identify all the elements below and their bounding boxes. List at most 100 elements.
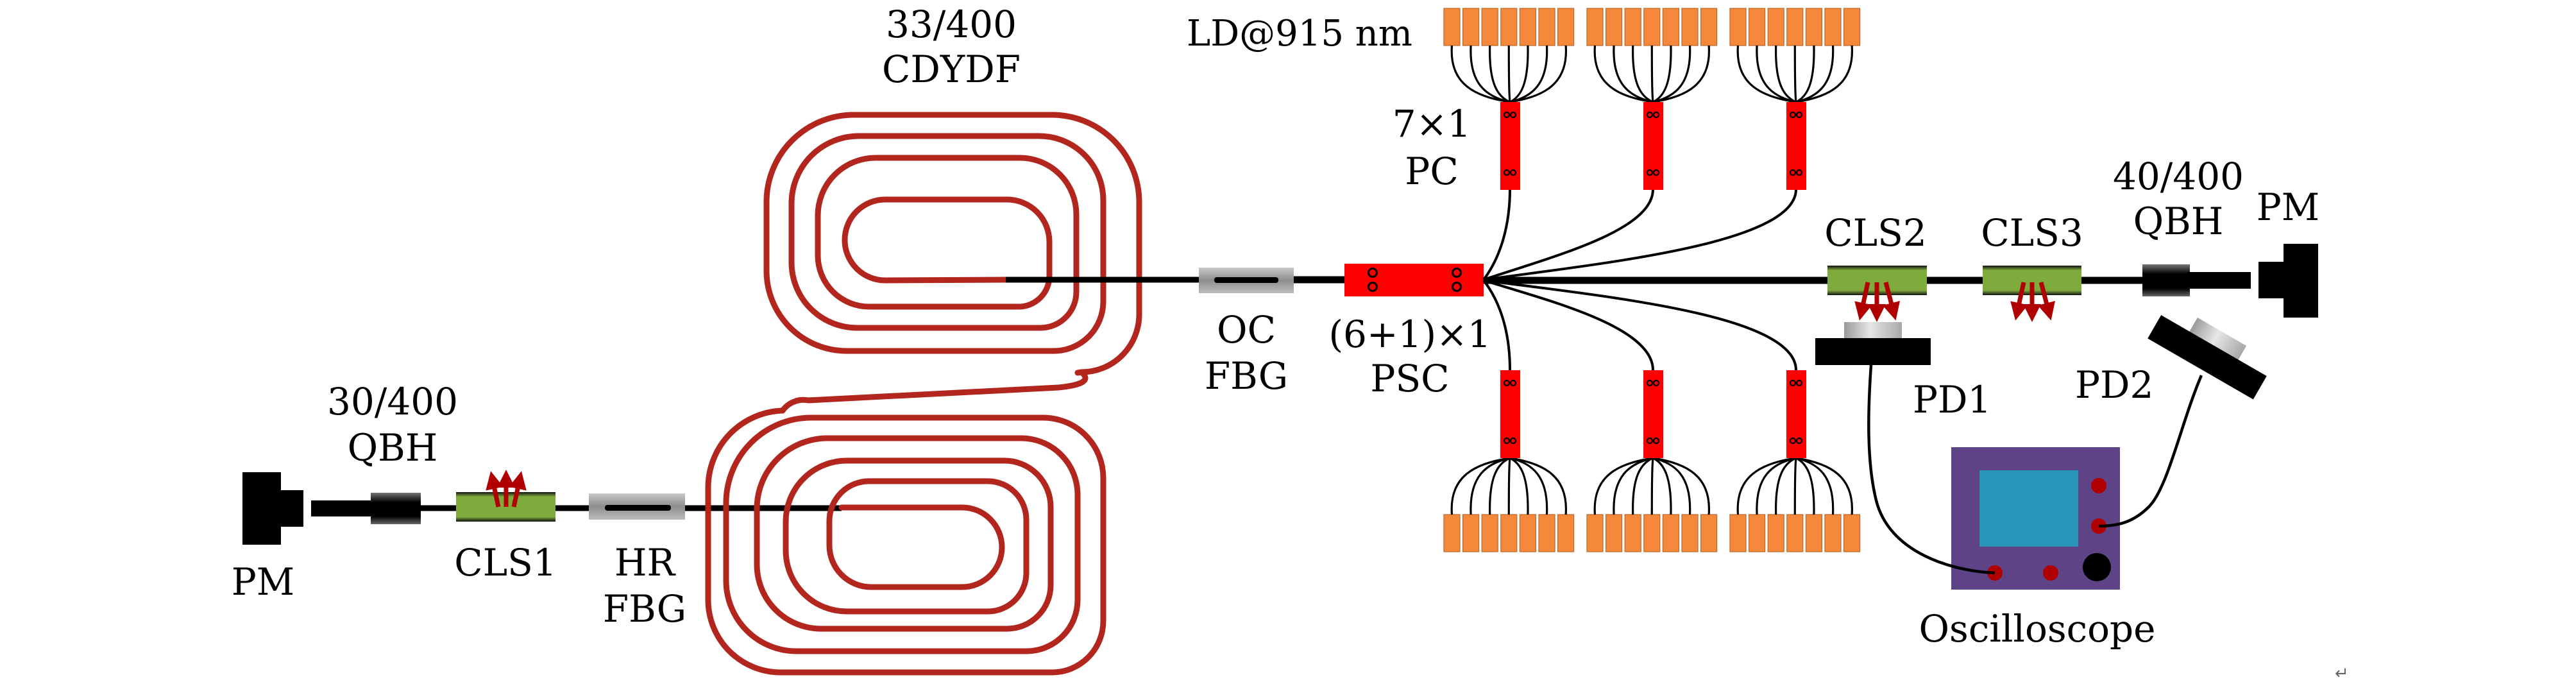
label-gain-fiber: CDYDF — [882, 47, 1021, 91]
label-pm-right: PM — [2257, 185, 2319, 229]
splice-mark — [1795, 437, 1803, 445]
laser-diode — [1606, 514, 1623, 552]
laser-diode — [1767, 8, 1784, 46]
diode-pigtail — [1450, 457, 1511, 515]
laser-diode — [1786, 514, 1804, 552]
laser-diode — [1443, 8, 1461, 46]
diode-pigtail — [1507, 457, 1511, 515]
laser-diode — [1805, 8, 1822, 46]
pm-left — [242, 472, 303, 545]
oc-fbg — [1199, 268, 1294, 293]
diode-pigtail — [1736, 45, 1797, 103]
diode-pigtail — [1793, 457, 1797, 515]
laser-diode — [1500, 8, 1518, 46]
splice-mark — [1646, 437, 1654, 445]
splice-mark — [1795, 111, 1803, 119]
splice-mark — [1646, 111, 1654, 119]
qbh-left-cable — [311, 500, 375, 516]
laser-diode — [1462, 8, 1480, 46]
oscilloscope — [1951, 447, 2120, 590]
laser-diode — [1624, 514, 1641, 552]
pump-group-top — [1586, 8, 1718, 190]
laser-diode — [1606, 8, 1623, 46]
laser-diode — [1586, 514, 1604, 552]
diode-pigtail — [1509, 45, 1567, 103]
laser-diode — [1843, 514, 1861, 552]
label-pd2: PD2 — [2075, 363, 2153, 407]
splice-mark — [1503, 379, 1511, 387]
diode-pigtail — [1795, 45, 1853, 103]
label-psc: PSC — [1370, 357, 1449, 400]
laser-diode — [1786, 8, 1804, 46]
pump-combiner — [1500, 370, 1520, 458]
pump-combiner — [1643, 370, 1663, 458]
splice-mark — [1652, 437, 1660, 445]
diode-pigtail — [1652, 45, 1710, 103]
splice-mark — [1652, 169, 1660, 176]
diode-pigtail — [1795, 45, 1815, 103]
laser-diode — [1767, 514, 1784, 552]
laser-diode — [1519, 514, 1536, 552]
diode-pigtail — [1489, 457, 1511, 515]
laser-diode — [1824, 514, 1842, 552]
splice-mark — [1503, 169, 1511, 176]
coil-upper-loop — [763, 112, 1142, 376]
laser-diode — [1538, 514, 1555, 552]
diode-pigtail — [1470, 457, 1511, 515]
splice-mark — [1503, 111, 1511, 119]
diode-pigtail — [1613, 45, 1654, 103]
laser-diode — [1681, 514, 1699, 552]
label-hr-fbg-2: FBG — [603, 587, 686, 631]
pd2 — [2148, 315, 2267, 400]
label-cls2: CLS2 — [1824, 211, 1927, 255]
diode-pigtail — [1650, 45, 1654, 103]
laser-diode — [1681, 8, 1699, 46]
label-cls1: CLS1 — [454, 541, 557, 584]
pm-right — [2258, 244, 2318, 318]
pump-combiner — [1643, 102, 1663, 190]
diode-pigtail — [1652, 457, 1710, 515]
label-qbh-left: QBH — [348, 426, 438, 470]
diode-pigtail — [1775, 45, 1797, 103]
diode-pigtail — [1509, 457, 1567, 515]
scattered-light-arrows-down-icon — [1854, 282, 1901, 322]
pump-group-top — [1443, 8, 1575, 190]
laser-diode — [1729, 8, 1747, 46]
cls1 — [456, 470, 555, 522]
pump-group-bottom — [1729, 370, 1861, 552]
pump-group-top — [1729, 8, 1861, 190]
scattered-light-arrows-down-icon — [2010, 282, 2056, 322]
cable-pd1-to-scope — [1867, 364, 1996, 575]
label-gain-fiber-spec: 33/400 — [886, 3, 1017, 46]
qbh-right-cable — [2187, 272, 2251, 289]
diode-pigtail — [1507, 45, 1511, 103]
label-oc-fbg-1: OC — [1217, 308, 1276, 352]
label-hr-fbg-1: HR — [614, 541, 677, 584]
diode-pigtail — [1795, 457, 1815, 515]
laser-diode — [1749, 514, 1766, 552]
laser-diode — [1481, 8, 1498, 46]
pump-group-bottom — [1443, 370, 1575, 552]
splice-mark — [1795, 379, 1803, 387]
laser-diode — [1805, 514, 1822, 552]
scattered-light-arrows-up-icon — [486, 470, 527, 507]
diode-pigtail — [1613, 457, 1654, 515]
qbh-left — [371, 493, 421, 524]
laser-diode — [1700, 514, 1718, 552]
laser-diode — [1643, 8, 1661, 46]
pump-fiber-fan — [1482, 189, 1797, 371]
laser-diode — [1843, 8, 1861, 46]
label-pc: PC — [1405, 149, 1458, 193]
pump-combiner — [1786, 370, 1806, 458]
splice-mark — [1652, 379, 1660, 387]
splice-mark — [1509, 437, 1517, 445]
diode-pigtail — [1650, 457, 1654, 515]
pump-groups — [1443, 8, 1861, 552]
splice-mark — [1646, 379, 1654, 387]
splice-mark — [1503, 437, 1511, 445]
laser-diode — [1729, 514, 1747, 552]
psc — [1344, 264, 1484, 296]
label-ld: LD@915 nm — [1187, 13, 1412, 55]
diode-pigtail — [1489, 45, 1511, 103]
splice-mark — [1652, 111, 1660, 119]
